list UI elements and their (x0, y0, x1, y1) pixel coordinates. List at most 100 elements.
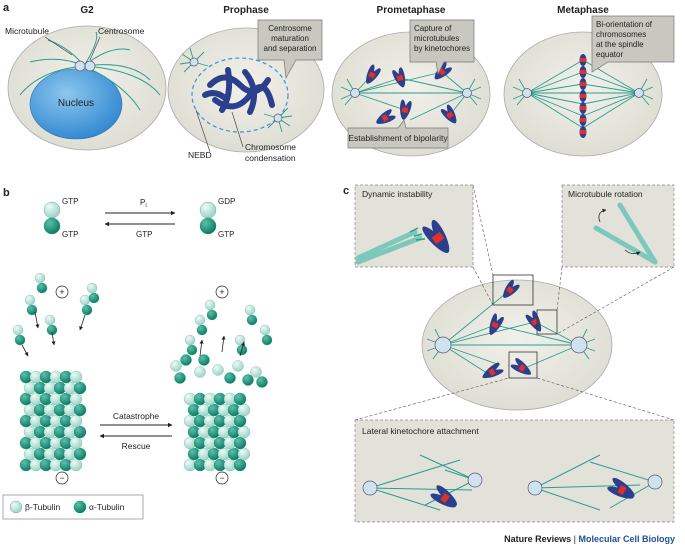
bipolarity-text: Establishment of bipolarity (348, 133, 448, 143)
nuclear-envelope (191, 57, 289, 133)
panel-c-cell (421, 274, 613, 411)
alpha-tubulin (196, 324, 208, 336)
journal-subtitle: Molecular Cell Biology (578, 534, 675, 544)
growing-microtubule (19, 370, 87, 472)
svg-text:−: − (59, 473, 64, 483)
centrosome-maturation-text-2: maturation (271, 34, 309, 43)
beta-tubulin (69, 458, 83, 472)
beta-tubulin (69, 436, 83, 450)
beta-tubulin (34, 272, 46, 284)
beta-tubulin (250, 366, 262, 378)
gtp-right-label: GTP (218, 230, 234, 239)
free-tubulin-dimers (12, 272, 273, 357)
alpha-tubulin (186, 344, 198, 356)
assembly-arrow (34, 311, 40, 329)
dynamic-instability-inset: Dynamic instability (354, 184, 474, 268)
alpha-tubulin-label: α-Tubulin (89, 502, 125, 512)
beta-tubulin (69, 392, 83, 406)
alpha-tubulin (26, 304, 38, 316)
metaphase-chromosomes (579, 54, 587, 138)
microtubule-rotation-inset: Microtubule rotation (561, 184, 675, 268)
centrosome-maturation-callout (257, 19, 323, 80)
tubulin-dimer-gtp: GTP GTP (43, 197, 78, 239)
alpha-tubulin (242, 374, 254, 386)
beta-tubulin (237, 447, 251, 461)
alpha-tubulin (233, 458, 247, 472)
phase-title-metaphase: Metaphase (557, 5, 609, 16)
assembly-arrow (51, 331, 56, 346)
footer-separator: | (571, 534, 579, 544)
nucleus-label: Nucleus (58, 98, 94, 109)
biorientation-text-1: Bi-orientation of (596, 20, 653, 29)
assembly-arrow (21, 344, 29, 357)
microtubule-rotation-label: Microtubule rotation (568, 189, 643, 199)
exchange-arrows: Pi GTP (104, 198, 176, 239)
prometaphase-chromosomes (366, 62, 457, 124)
plus-end-right: + (215, 285, 229, 299)
alpha-tubulin (73, 381, 87, 395)
beta-tubulin (204, 299, 216, 311)
tubulin-legend: β-Tubulin α-Tubulin (2, 494, 144, 520)
alpha-tubulin (233, 436, 247, 450)
phase-title-g2: G2 (80, 5, 94, 16)
beta-tubulin-swatch (9, 500, 23, 514)
biorientation-text-3: at the spindle (596, 40, 644, 49)
beta-tubulin (194, 366, 206, 378)
beta-tubulin (232, 360, 244, 372)
catastrophe-rescue-arrows: Catastrophe Rescue (99, 411, 173, 451)
alpha-tubulin (88, 292, 100, 304)
chromosome-condensation-label-2: condensation (245, 153, 296, 163)
alpha-tubulin (36, 282, 48, 294)
beta-tubulin (69, 414, 83, 428)
capture-text-3: by kinetochores (414, 44, 470, 53)
biorientation-text-4: equator (596, 50, 623, 59)
nebd-label: NEBD (188, 150, 212, 160)
metaphase-cell: Bi-orientation of chromosomes at the spi… (503, 15, 675, 157)
beta-tubulin-label: β-Tubulin (25, 502, 61, 512)
rotation-zoom-box (536, 309, 558, 335)
rescue-label: Rescue (122, 441, 151, 451)
g2-cell: Nucleus Microtubule Centrosome (5, 25, 167, 151)
gtp-top-label: GTP (62, 197, 78, 206)
centrosome (74, 60, 86, 72)
prophase-asters (179, 47, 293, 133)
centrosome-label: Centrosome (98, 26, 145, 36)
capture-text-1: Capture of (414, 24, 452, 33)
beta-tubulin (170, 360, 182, 372)
panel-label-b: b (3, 187, 10, 199)
lateral-zoom-box (508, 351, 538, 379)
centrosome-maturation-text-3: and separation (264, 44, 317, 53)
bipolarity-callout (347, 119, 449, 149)
dynamic-instability-label: Dynamic instability (362, 189, 433, 199)
assembly-arrow (79, 314, 86, 331)
svg-text:+: + (59, 287, 64, 297)
alpha-tubulin (233, 414, 247, 428)
beta-tubulin (24, 294, 36, 306)
alpha-tubulin (180, 354, 192, 366)
phase-title-prophase: Prophase (223, 5, 269, 16)
alpha-tubulin (256, 376, 268, 388)
alpha-tubulin (174, 372, 186, 384)
beta-tubulin (237, 403, 251, 417)
centrosome-maturation-text-1: Centrosome (268, 24, 312, 33)
svg-text:−: − (219, 473, 224, 483)
zoom-lines (354, 184, 675, 421)
pi-label: Pi (140, 198, 147, 209)
beta-tubulin (69, 370, 83, 384)
beta-tubulin (259, 324, 271, 336)
alpha-tubulin-swatch (73, 500, 87, 514)
minus-end-right: − (215, 471, 229, 485)
gtp-bottom-label: GTP (62, 230, 78, 239)
alpha-tubulin (73, 425, 87, 439)
alpha-tubulin (261, 334, 273, 346)
beta-tubulin (79, 294, 91, 306)
beta-tubulin (12, 324, 24, 336)
capture-text-2: microtubules (414, 34, 459, 43)
tubulin-dimer-gdp: GDP GTP (199, 197, 235, 239)
alpha-tubulin (233, 392, 247, 406)
catastrophe-label: Catastrophe (113, 411, 160, 421)
alpha-tubulin (81, 304, 93, 316)
alpha-tubulin (73, 447, 87, 461)
alpha-tubulin (14, 334, 26, 346)
